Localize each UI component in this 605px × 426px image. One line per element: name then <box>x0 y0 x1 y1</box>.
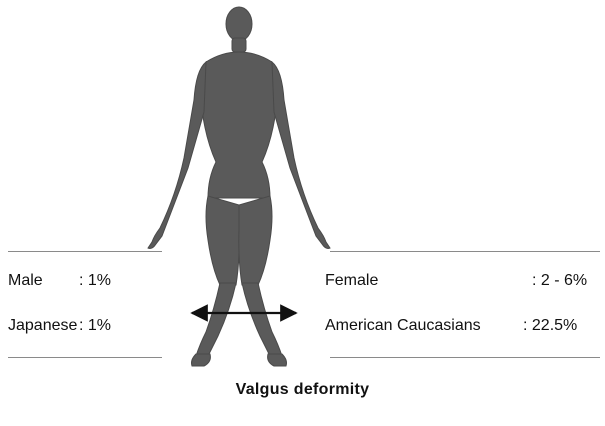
stat-value-japanese: : 1% <box>79 317 111 335</box>
stat-label-male: Male <box>8 272 43 290</box>
stat-label-female: Female <box>325 272 378 290</box>
stat-value-male: : 1% <box>79 272 111 290</box>
right-top-rule <box>330 251 600 252</box>
stat-value-american-caucasians: : 22.5% <box>523 317 577 335</box>
left-bottom-rule <box>8 357 162 358</box>
left-top-rule <box>8 251 162 252</box>
right-bottom-rule <box>330 357 600 358</box>
stat-label-american-caucasians: American Caucasians <box>325 317 481 335</box>
figure-caption: Valgus deformity <box>0 381 605 399</box>
stat-value-female: : 2 - 6% <box>532 272 587 290</box>
stat-label-japanese: Japanese <box>8 317 77 335</box>
